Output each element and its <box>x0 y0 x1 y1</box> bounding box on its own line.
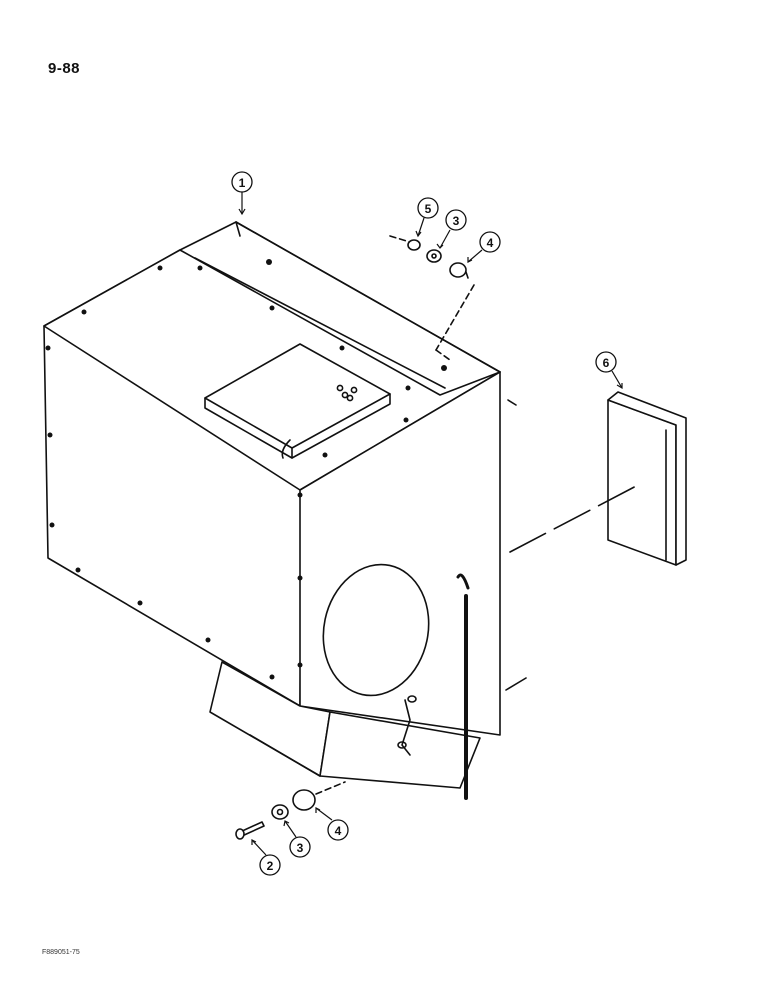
bottom-hardware <box>235 781 346 840</box>
figure-code: F889051-75 <box>42 949 80 956</box>
callout-4-bottom <box>327 819 349 841</box>
callout-6-label: 6 <box>603 356 610 370</box>
callout-2-label: 2 <box>267 859 274 873</box>
callout-4-bottom-label: 4 <box>335 824 342 838</box>
callout-4-top-label: 4 <box>487 236 494 250</box>
chute-bracket <box>401 699 411 756</box>
callout-3-bottom-label: 3 <box>297 841 304 855</box>
cover-fitting <box>341 391 349 399</box>
callout-3-bottom <box>289 836 311 858</box>
callout-2 <box>259 854 281 876</box>
mount-4-top <box>449 262 467 278</box>
mount-4-bottom <box>292 789 316 811</box>
callout-5-label: 5 <box>425 202 432 216</box>
callout-3-top-label: 3 <box>453 214 460 228</box>
callout-1-top-label: 1 <box>239 176 246 190</box>
page-number: 9-88 <box>48 60 81 77</box>
drain-tube <box>456 573 470 590</box>
callout-3-top <box>445 209 467 231</box>
callout-5 <box>417 197 439 219</box>
callout-6 <box>595 351 617 373</box>
filter-pad <box>607 391 687 566</box>
washer-3-top <box>426 249 442 263</box>
top-hardware <box>389 235 475 361</box>
washer-3-bottom <box>271 804 289 820</box>
access-cover-disc <box>322 563 430 697</box>
callout-4-top <box>479 231 501 253</box>
nut-5-top <box>407 239 421 251</box>
